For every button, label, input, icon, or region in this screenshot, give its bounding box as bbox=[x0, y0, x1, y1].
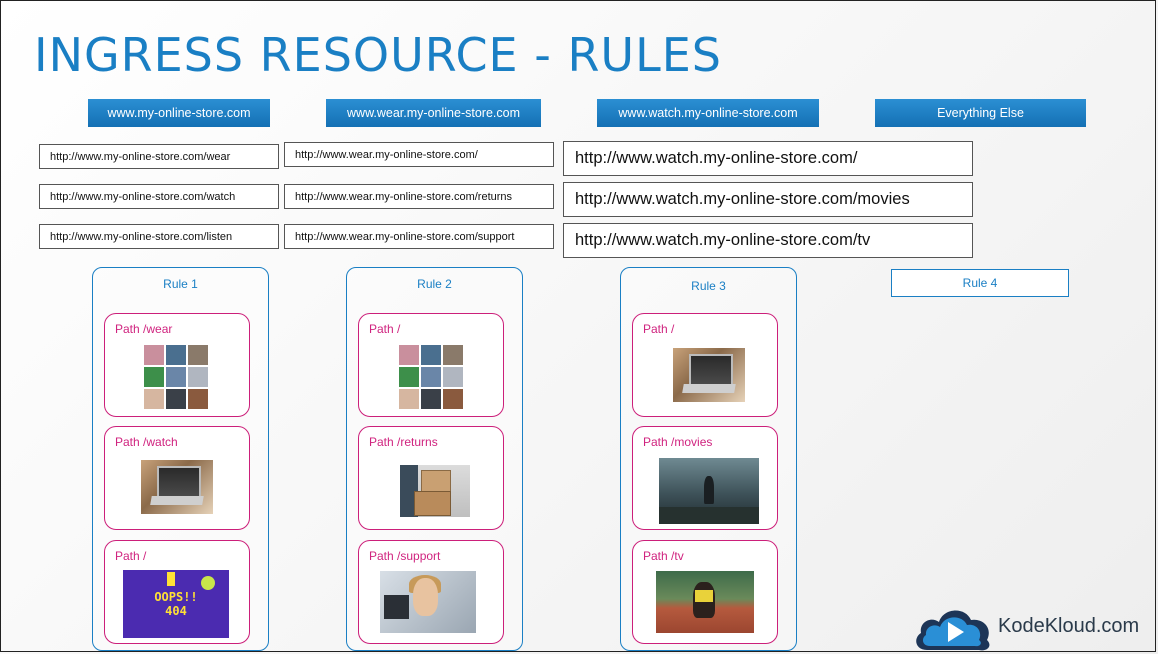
laptop-video-image bbox=[141, 460, 213, 514]
path-box-tv: Path /tv bbox=[632, 540, 778, 644]
kodekloud-cloud-icon bbox=[916, 610, 990, 651]
path-box-returns: Path /returns bbox=[358, 426, 504, 530]
athlete-image bbox=[656, 571, 754, 633]
slide-title: INGRESS RESOURCE - RULES bbox=[34, 28, 722, 82]
url-link[interactable]: http://www.my-online-store.com/wear bbox=[39, 144, 279, 169]
path-label: Path /tv bbox=[643, 549, 684, 563]
path-box-wear: Path /wear bbox=[104, 313, 250, 417]
movie-scene-image bbox=[659, 458, 759, 524]
path-label: Path / bbox=[369, 322, 401, 336]
path-box-movies: Path /movies bbox=[632, 426, 778, 530]
path-label: Path /movies bbox=[643, 435, 713, 449]
rule-label: Rule 3 bbox=[691, 279, 726, 293]
oops-404-image: OOPS!!404 bbox=[123, 570, 229, 638]
url-link[interactable]: http://www.wear.my-online-store.com/ bbox=[284, 142, 554, 167]
delivery-boxes-image bbox=[400, 465, 470, 517]
url-link[interactable]: http://www.watch.my-online-store.com/ bbox=[563, 141, 973, 176]
path-label: Path / bbox=[115, 549, 147, 563]
rule-label: Rule 1 bbox=[163, 277, 198, 291]
path-box-root: Path / bbox=[632, 313, 778, 417]
support-agent-image bbox=[380, 571, 476, 633]
url-link[interactable]: http://www.my-online-store.com/watch bbox=[39, 184, 279, 209]
path-label: Path /wear bbox=[115, 322, 173, 336]
apparel-collage-image bbox=[399, 345, 463, 409]
url-link[interactable]: http://www.my-online-store.com/listen bbox=[39, 224, 279, 249]
rule-2-box: Rule 2 Path / Path /returns Path /suppor… bbox=[346, 267, 523, 651]
path-box-support: Path /support bbox=[358, 540, 504, 644]
rule-3-box: Rule 3 Path / Path /movies Path /tv bbox=[620, 267, 797, 651]
url-link[interactable]: http://www.watch.my-online-store.com/mov… bbox=[563, 182, 973, 217]
url-link[interactable]: http://www.watch.my-online-store.com/tv bbox=[563, 223, 973, 258]
brand-text: KodeKloud.com bbox=[998, 615, 1140, 637]
host-header-my-online-store: www.my-online-store.com bbox=[88, 99, 270, 127]
url-link[interactable]: http://www.wear.my-online-store.com/retu… bbox=[284, 184, 554, 209]
apparel-collage-image bbox=[144, 345, 208, 409]
path-box-root: Path / bbox=[358, 313, 504, 417]
path-label: Path /support bbox=[369, 549, 441, 563]
path-label: Path / bbox=[643, 322, 675, 336]
url-link[interactable]: http://www.wear.my-online-store.com/supp… bbox=[284, 224, 554, 249]
path-label: Path /watch bbox=[115, 435, 178, 449]
path-label: Path /returns bbox=[369, 435, 438, 449]
path-box-root-404: Path / OOPS!!404 bbox=[104, 540, 250, 644]
path-box-watch: Path /watch bbox=[104, 426, 250, 530]
host-header-everything-else: Everything Else bbox=[875, 99, 1086, 127]
host-header-wear: www.wear.my-online-store.com bbox=[326, 99, 541, 127]
rule-4-box: Rule 4 bbox=[891, 269, 1069, 297]
laptop-video-image bbox=[673, 348, 745, 402]
rule-1-box: Rule 1 Path /wear Path /watch Path / OOP… bbox=[92, 267, 269, 651]
rule-label: Rule 2 bbox=[417, 277, 452, 291]
host-header-watch: www.watch.my-online-store.com bbox=[597, 99, 819, 127]
